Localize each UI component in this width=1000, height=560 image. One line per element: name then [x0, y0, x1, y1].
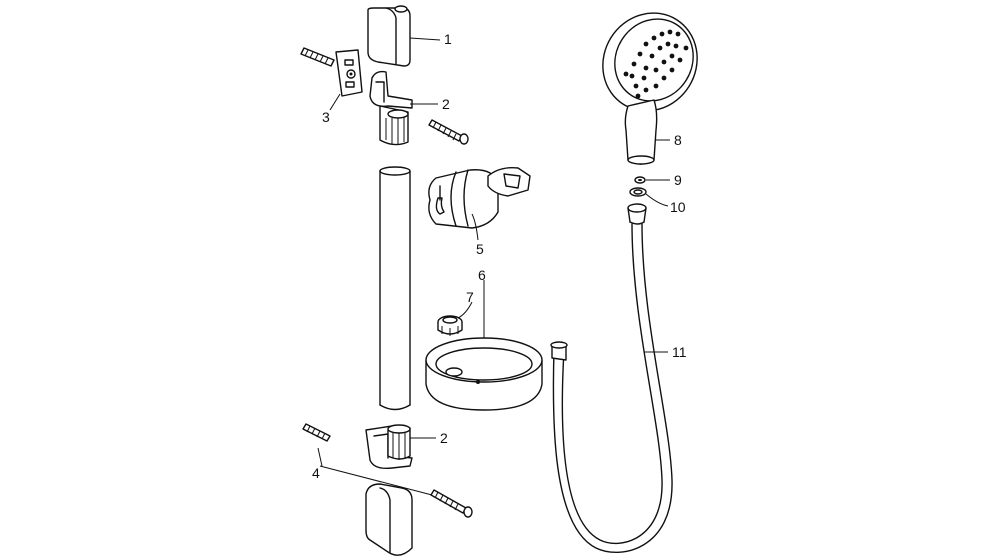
mount-plate — [335, 49, 363, 97]
leader-1 — [409, 37, 441, 41]
soap-dish — [425, 337, 543, 411]
upper-long-screw — [428, 119, 469, 145]
callout-8: 8 — [674, 132, 682, 148]
lower-long-screw — [430, 489, 473, 518]
callout-3: 3 — [322, 109, 330, 125]
callout-1: 1 — [444, 31, 452, 47]
callout-7: 7 — [466, 289, 474, 305]
leader-4b — [317, 447, 323, 467]
hand-shower — [602, 12, 698, 165]
callout-5: 5 — [476, 241, 484, 257]
seal-washer — [629, 187, 647, 197]
callout-10: 10 — [670, 199, 686, 215]
top-cover-cap — [367, 5, 411, 67]
callout-2-upper: 2 — [442, 96, 450, 112]
callout-6: 6 — [478, 267, 486, 283]
lower-cover-cap — [365, 483, 413, 556]
leader-3 — [329, 93, 341, 111]
rail-slider — [428, 166, 531, 229]
nozzles — [623, 29, 689, 99]
callout-4: 4 — [312, 465, 320, 481]
upper-bracket — [369, 70, 413, 146]
callout-11: 11 — [672, 344, 687, 360]
shower-hose — [550, 203, 673, 554]
leader-4a — [319, 465, 433, 496]
lower-wall-plug — [302, 423, 331, 442]
leader-10 — [645, 193, 669, 207]
nut — [437, 315, 463, 336]
leader-5 — [471, 213, 479, 241]
callout-2-lower: 2 — [440, 430, 448, 446]
callout-9: 9 — [674, 172, 682, 188]
shower-rail — [379, 166, 411, 411]
filter-insert — [634, 176, 646, 184]
lower-bracket — [365, 424, 413, 470]
leader-7 — [457, 301, 473, 319]
upper-wall-plug — [300, 47, 335, 67]
